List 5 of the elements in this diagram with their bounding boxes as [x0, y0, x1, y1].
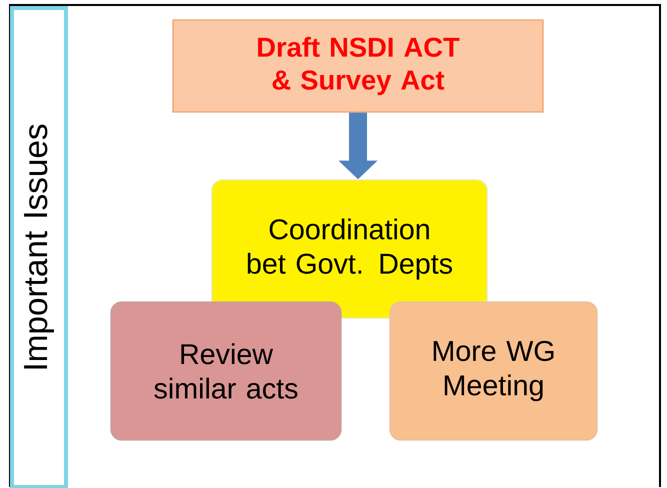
side-band: Important Issues: [10, 6, 68, 488]
process-box: More WG Meeting: [389, 301, 598, 441]
process-box: Review similar acts: [110, 301, 342, 441]
process-box: Coordination bet Govt. Depts: [211, 179, 488, 319]
title-box: Draft NSDI ACT & Survey Act: [172, 19, 544, 113]
